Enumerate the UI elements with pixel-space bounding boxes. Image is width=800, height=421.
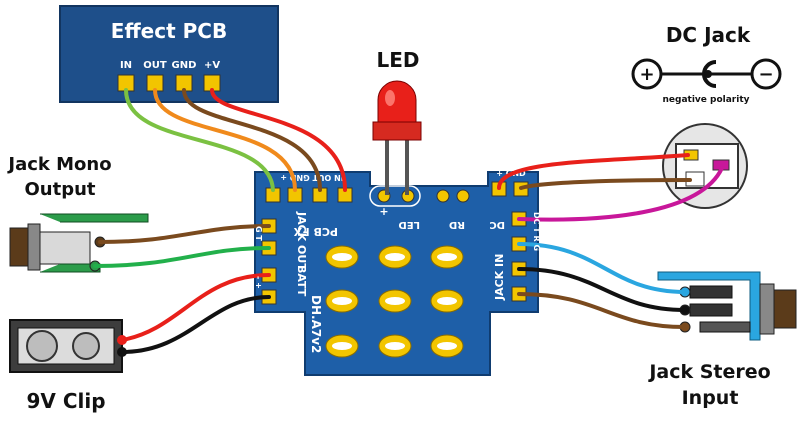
dc-minus-symbol: − xyxy=(758,64,773,85)
effect-pcb: Effect PCB IN OUT GND +V xyxy=(59,5,279,103)
wire-stereo-cyan xyxy=(517,242,687,294)
jack-stereo-part: Jack Stereo Input xyxy=(647,271,797,409)
board-dc-label: DC xyxy=(489,219,505,230)
led-plus-mark: + xyxy=(379,205,388,218)
wire-gnd-brown xyxy=(182,88,322,192)
board-left-pin-labels-top: G T xyxy=(254,226,263,241)
effect-pin-out-label: OUT xyxy=(143,60,167,71)
board-batt-label: BATT xyxy=(295,265,308,297)
jack-stereo-wires xyxy=(517,242,687,329)
dc-plus-terminal xyxy=(631,58,663,90)
board-right-pin-labels: DC T R G xyxy=(532,212,541,251)
wire-out-orange xyxy=(153,88,297,192)
jack-stereo-title-1: Jack Stereo xyxy=(647,361,770,383)
dc-plus-symbol: + xyxy=(639,64,654,85)
dc-jack-symbol: DC Jack + − negative polarity xyxy=(631,23,782,105)
wire-batt-red xyxy=(120,273,271,342)
jack-stereo-title-2: Input xyxy=(682,387,739,409)
dc-jack-title: DC Jack xyxy=(666,23,751,47)
wire-in-green xyxy=(124,88,275,192)
led-component: LED + xyxy=(372,48,422,218)
led-title: LED xyxy=(376,48,419,72)
dc-minus-terminal xyxy=(750,58,782,90)
dc-jack-part xyxy=(662,123,748,209)
rd-pad-2 xyxy=(456,189,470,203)
battery-clip: 9V Clip xyxy=(9,319,127,413)
wire-stereo-brown xyxy=(517,292,687,329)
board-led-label: LED xyxy=(398,219,420,230)
dc-wires xyxy=(497,153,724,222)
led-footprint xyxy=(369,185,421,207)
wire-batt-black xyxy=(120,295,271,354)
effect-wires xyxy=(124,88,347,192)
board-left-pin-labels-bottom: - + xyxy=(254,276,263,289)
wire-mono-green xyxy=(93,246,271,268)
wire-v-red xyxy=(210,88,347,192)
board-jack-out-label: JACK OUT xyxy=(295,211,308,271)
jack-mono-title-1: Jack Mono xyxy=(6,154,111,175)
wire-dc-magenta xyxy=(517,166,724,222)
effect-pin-gnd-label: GND xyxy=(172,60,197,71)
effect-pin-v-label: +V xyxy=(204,60,220,71)
jack-mono-wires xyxy=(93,224,271,268)
board-jack-in-label: JACK IN xyxy=(493,254,506,301)
board-pcb-fx-label: PCB FX xyxy=(293,225,338,238)
main-board: IN OUT GND + + GND JACK OUT BATT PCB FX … xyxy=(254,169,539,376)
wire-stereo-black xyxy=(517,267,687,312)
effect-pcb-title: Effect PCB xyxy=(111,19,227,43)
effect-pin-in-label: IN xyxy=(120,60,132,71)
rd-pad-1 xyxy=(436,189,450,203)
wire-mono-brown xyxy=(98,224,271,244)
jack-mono-title-2: Output xyxy=(24,179,95,200)
clip-9v-title: 9V Clip xyxy=(26,389,105,413)
battery-wires xyxy=(120,273,271,354)
board-name: DH.A7v2 xyxy=(309,295,323,353)
board-top-pin-labels: IN OUT GND + xyxy=(280,173,343,182)
wire-dc-red xyxy=(497,153,690,190)
board-rd-label: RD xyxy=(449,219,465,230)
jack-mono-part: Jack Mono Output xyxy=(6,154,149,273)
dc-polarity-note: negative polarity xyxy=(663,95,750,105)
wire-dc-brown xyxy=(519,178,692,190)
board-mount-pads xyxy=(325,245,464,358)
